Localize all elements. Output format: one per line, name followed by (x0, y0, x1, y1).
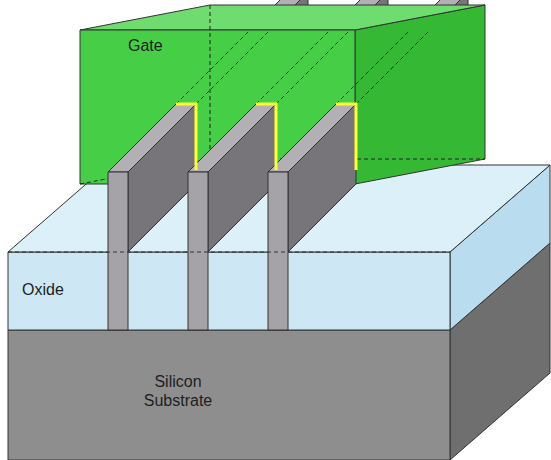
hidden-edge (276, 32, 348, 104)
hidden-edge (336, 32, 408, 104)
gate-side (355, 5, 485, 184)
part-label: Oxide (22, 280, 64, 299)
hidden-edge (176, 32, 248, 104)
fin-top (108, 104, 196, 172)
part-label: Silicon Substrate (130, 372, 226, 410)
channel-outline (336, 104, 356, 170)
oxide-edge (8, 252, 450, 253)
hidden-edge (196, 32, 268, 104)
fin-front (188, 172, 208, 330)
gate-top (80, 5, 485, 30)
part-label: Gate (128, 36, 163, 55)
hidden-edge (356, 32, 428, 104)
hidden-edge (256, 32, 328, 104)
fin-top (188, 104, 276, 172)
channel-outline (256, 104, 276, 170)
fin-top (268, 104, 356, 172)
substrate-front (8, 330, 450, 460)
fin-front (108, 172, 128, 330)
oxide-front (8, 252, 450, 330)
fin-front (268, 172, 288, 330)
channel-outline (176, 104, 196, 170)
